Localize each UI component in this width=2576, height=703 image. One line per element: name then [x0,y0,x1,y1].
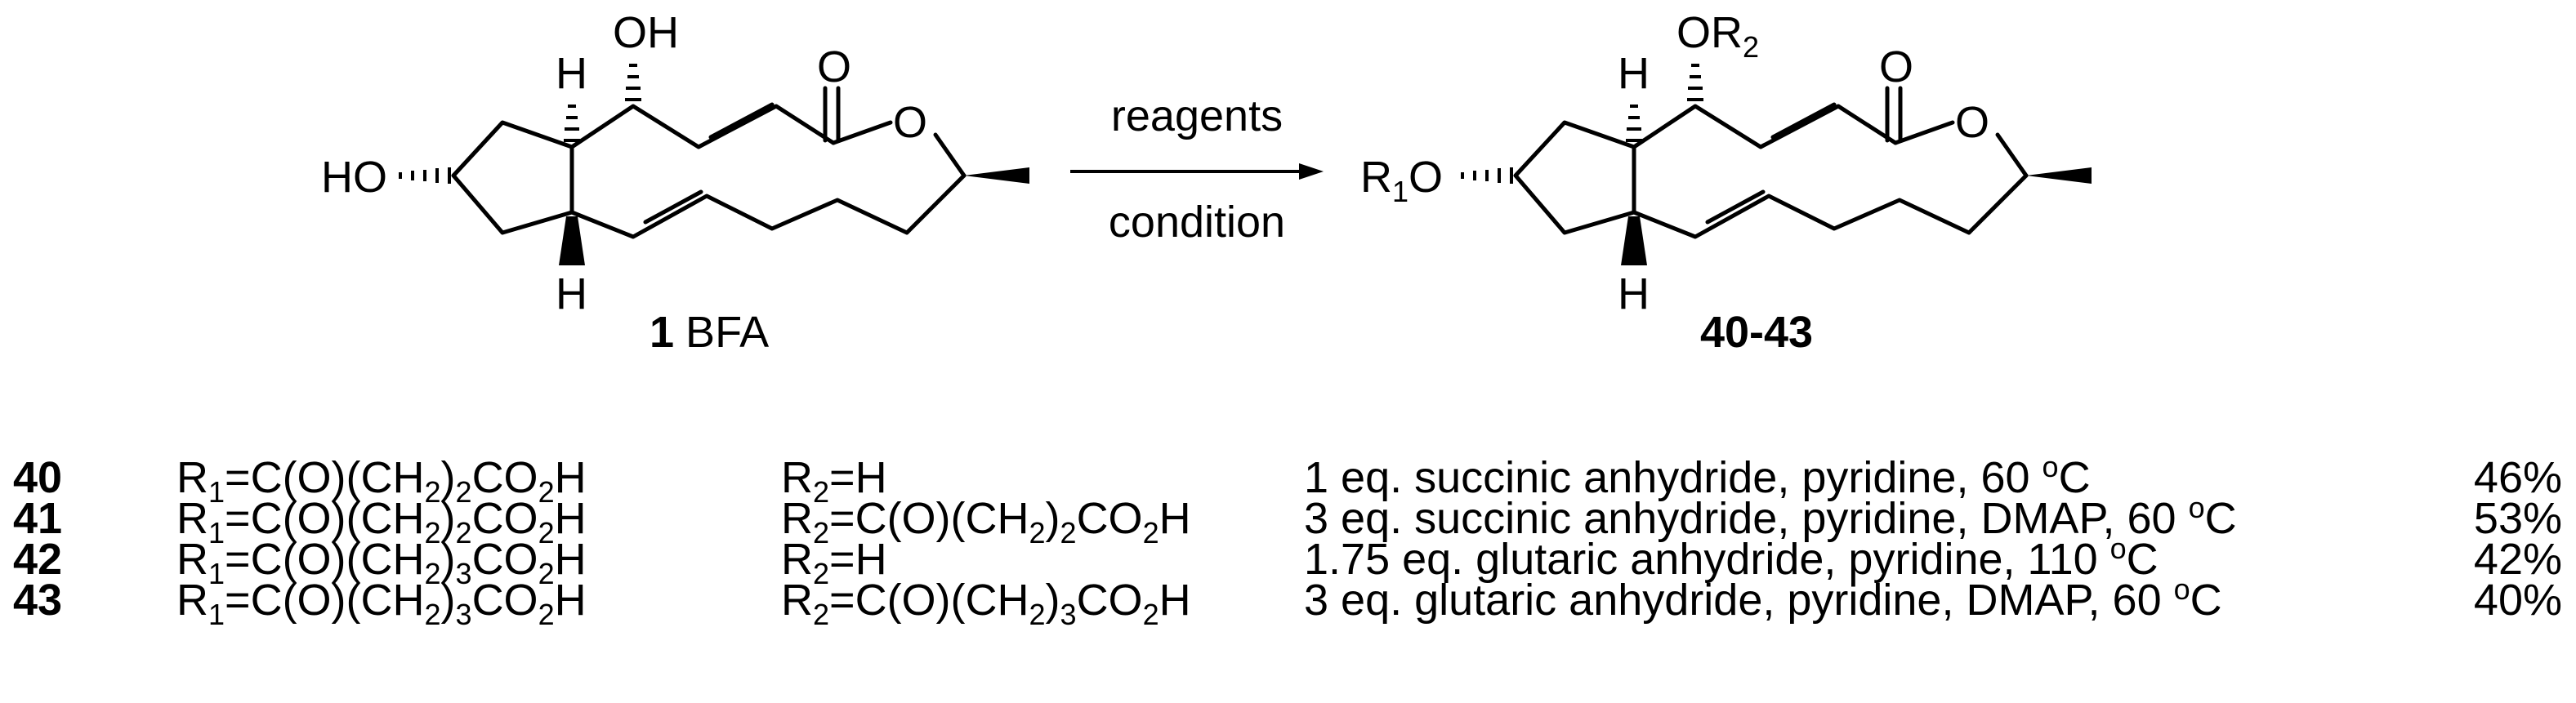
product-o-ch-bond [1995,132,2029,178]
table-row: 42 R1=C(O)(CH2)3CO2H R2=H 1.75 eq. gluta… [13,532,2562,590]
bfa-o-ch-bond [933,132,967,178]
product-label: 40-43 [1700,308,1813,357]
product-bottom-h-label: H [1618,269,1650,318]
bfa-methyl-wedge [964,167,1029,184]
product-upper-chain [1632,104,1898,149]
compound-number: 40 [13,453,63,502]
product-structure: R1O H H OR2 O O 40-43 [1360,8,2092,357]
reaction-condition: 1 eq. succinic anhydride, pyridine, 60 o… [1304,450,2091,502]
product-bottom-h-wedge [1621,216,1647,265]
bfa-upper-chain [569,104,836,149]
r2-substituent: R2=H [781,535,887,590]
r1-substituent: R1=C(O)(CH2)3CO2H [176,576,587,631]
product-upper-double-bond [1770,102,1837,140]
bfa-name: BFA [685,308,769,357]
product-lower-chain [1632,173,2029,239]
product-ester-bond [1893,120,1955,145]
bfa-upper-double-bond [708,102,775,140]
bfa-bottom-h-label: H [556,269,587,318]
reaction-yield: 46% [2473,453,2562,502]
product-r1o-hash-bond [1461,167,1513,184]
r1-substituent: R1=C(O)(CH2)2CO2H [176,453,587,509]
product-top-h-hash-bond [1626,105,1642,142]
reaction-scheme: HO H H OH O O [321,8,2092,357]
bfa-structure: HO H H OH O O [321,8,1029,357]
reaction-yield: 42% [2473,535,2562,584]
product-ring-o-label: O [1955,98,1989,147]
reaction-arrow: reagents condition [1070,91,1324,247]
r1-substituent: R1=C(O)(CH2)2CO2H [176,494,587,549]
compound-number: 42 [13,535,63,584]
compound-number: 41 [13,494,63,543]
product-top-h-label: H [1618,49,1650,98]
table-row: 40 R1=C(O)(CH2)2CO2H R2=H 1 eq. succinic… [13,450,2562,509]
product-methyl-wedge [2026,167,2092,184]
r2-substituent: R2=C(O)(CH2)3CO2H [781,576,1191,631]
reaction-condition: 3 eq. glutaric anhydride, pyridine, DMAP… [1304,572,2222,625]
reaction-yield: 40% [2473,576,2562,625]
product-lower-double-bond [1705,189,1766,225]
product-or2-label: OR2 [1676,8,1759,64]
bfa-oh-label: OH [613,8,679,57]
arrow-reagents-label: reagents [1111,91,1283,140]
product-carbonyl-o-label: O [1879,42,1913,91]
arrow-condition-label: condition [1109,198,1285,247]
bfa-oh-hash-bond [625,64,641,101]
table-row: 43 R1=C(O)(CH2)3CO2H R2=C(O)(CH2)3CO2H 3… [13,572,2562,631]
product-r1o-label: R1O [1360,153,1443,208]
bfa-ho-hash-bond [399,167,451,184]
r2-substituent: R2=C(O)(CH2)2CO2H [781,494,1191,549]
bfa-lower-double-bond [643,189,703,225]
bfa-top-h-hash-bond [564,105,580,142]
reaction-condition: 1.75 eq. glutaric anhydride, pyridine, 1… [1304,532,2159,584]
bfa-top-h-label: H [556,49,587,98]
bfa-ring-o-label: O [893,98,927,147]
r2-substituent: R2=H [781,453,887,509]
reaction-table: 40 R1=C(O)(CH2)2CO2H R2=H 1 eq. succinic… [13,450,2562,631]
bfa-cyclopentane [451,120,574,235]
r1-substituent: R1=C(O)(CH2)3CO2H [176,535,587,590]
reaction-yield: 53% [2473,494,2562,543]
bfa-lower-chain [569,173,967,239]
product-cyclopentane [1513,120,1636,235]
bfa-carbonyl-o-label: O [817,42,851,91]
product-or2-hash-bond [1687,64,1703,101]
bfa-bottom-h-wedge [559,216,585,265]
bfa-ester-bond [831,120,893,145]
bfa-number: 1 [650,308,674,357]
table-row: 41 R1=C(O)(CH2)2CO2H R2=C(O)(CH2)2CO2H 3… [13,491,2562,549]
compound-number: 43 [13,576,63,625]
bfa-ho-label: HO [321,153,387,202]
reaction-condition: 3 eq. succinic anhydride, pyridine, DMAP… [1304,491,2237,543]
